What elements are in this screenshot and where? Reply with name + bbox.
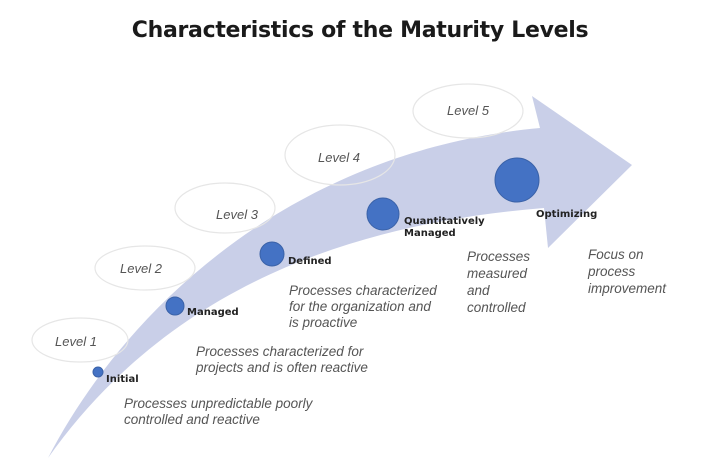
level-4-label: Level 4	[318, 150, 360, 165]
level-4-desc-line-2: measured	[467, 266, 528, 281]
level-4-desc-line-4: controlled	[467, 300, 526, 315]
level-1-node	[92, 366, 104, 378]
level-1-stage-line: Initial	[106, 374, 139, 385]
level-4-description: Processes measured and controlled	[467, 249, 534, 315]
level-4-desc-line-3: and	[467, 283, 490, 298]
level-3-stage: Defined	[288, 256, 332, 267]
level-3-desc-line-3: is proactive	[289, 315, 357, 330]
level-1-label: Level 1	[55, 334, 97, 349]
level-1-desc-line-2: controlled and reactive	[124, 412, 260, 427]
level-3-desc-line-2: for the organization and	[289, 299, 431, 314]
level-5-desc-line-2: process	[587, 264, 636, 279]
level-5-node	[494, 157, 540, 203]
level-4-stage-line-2: Managed	[404, 228, 456, 239]
level-4-desc-line-1: Processes	[467, 249, 530, 264]
level-2-bubble: Level 2	[94, 245, 196, 291]
level-5-stage-line: Optimizing	[536, 209, 597, 220]
level-1-bubble: Level 1	[31, 317, 129, 363]
level-5-desc-line-3: improvement	[588, 281, 667, 296]
level-3-label: Level 3	[216, 207, 259, 222]
level-3-bubble: Level 3	[174, 182, 276, 234]
level-2-description: Processes characterized for projects and…	[195, 344, 368, 375]
level-2-desc-line-1: Processes characterized for	[196, 344, 364, 359]
level-3-stage-line: Defined	[288, 256, 332, 267]
level-1-desc-line-1: Processes unpredictable poorly	[124, 396, 314, 411]
level-2-label: Level 2	[120, 261, 163, 276]
level-5-stage: Optimizing	[536, 209, 597, 220]
level-1-stage: Initial	[106, 374, 139, 385]
level-5-label: Level 5	[447, 103, 490, 118]
level-2-stage-line: Managed	[187, 307, 239, 318]
level-1-description: Processes unpredictable poorly controlle…	[124, 396, 316, 427]
level-3-node	[259, 241, 285, 267]
page-title: Characteristics of the Maturity Levels	[131, 18, 589, 43]
level-2-stage: Managed	[187, 307, 239, 318]
level-4-bubble: Level 4	[284, 124, 396, 186]
level-4-node	[366, 197, 400, 231]
level-5-desc-line-1: Focus on	[588, 247, 644, 262]
level-5-description: Focus on process improvement	[587, 247, 667, 296]
level-4-stage-line-1: Quantitatively	[404, 216, 485, 227]
level-2-desc-line-2: projects and is often reactive	[195, 360, 368, 375]
level-4-stage: Quantitatively Managed	[404, 216, 488, 239]
level-2-node	[165, 296, 185, 316]
maturity-arrow	[48, 96, 632, 458]
level-5-bubble: Level 5	[412, 83, 524, 139]
level-3-description: Processes characterized for the organiza…	[289, 283, 441, 330]
level-3-desc-line-1: Processes characterized	[289, 283, 437, 298]
